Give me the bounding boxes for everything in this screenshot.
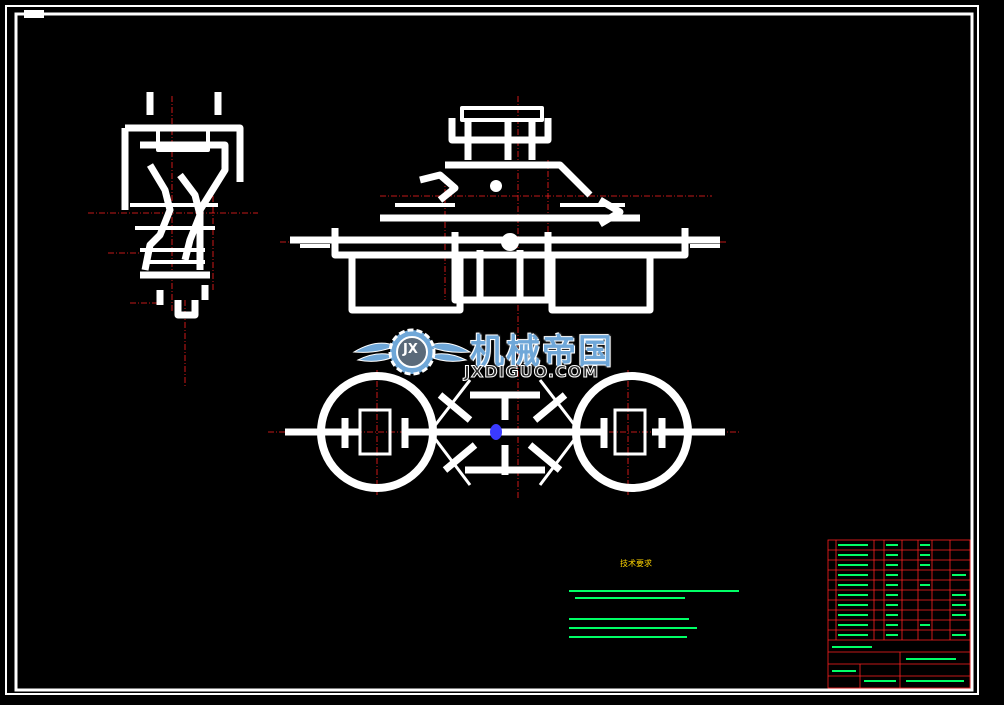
watermark-chinese-text: 机械帝国: [470, 332, 614, 372]
inner-frame: [14, 12, 974, 692]
technical-notes-title: 技术要求: [620, 559, 652, 568]
wheel-axle-view: [268, 370, 740, 495]
corner-tag: [24, 10, 44, 18]
parts-table: [827, 539, 971, 689]
front-view: [280, 96, 728, 500]
technical-notes-text-marks: [569, 590, 739, 638]
watermark-domain-text: JXDIGUO.COM: [463, 362, 600, 382]
outer-frame: [5, 5, 979, 695]
side-view: [88, 92, 258, 388]
watermark-emblem: [352, 328, 472, 376]
parts-table-entries: [832, 544, 966, 682]
watermark: 机械帝国 JXDIGUO.COM JX: [352, 322, 652, 384]
watermark-emblem-letters: JX: [403, 342, 418, 357]
